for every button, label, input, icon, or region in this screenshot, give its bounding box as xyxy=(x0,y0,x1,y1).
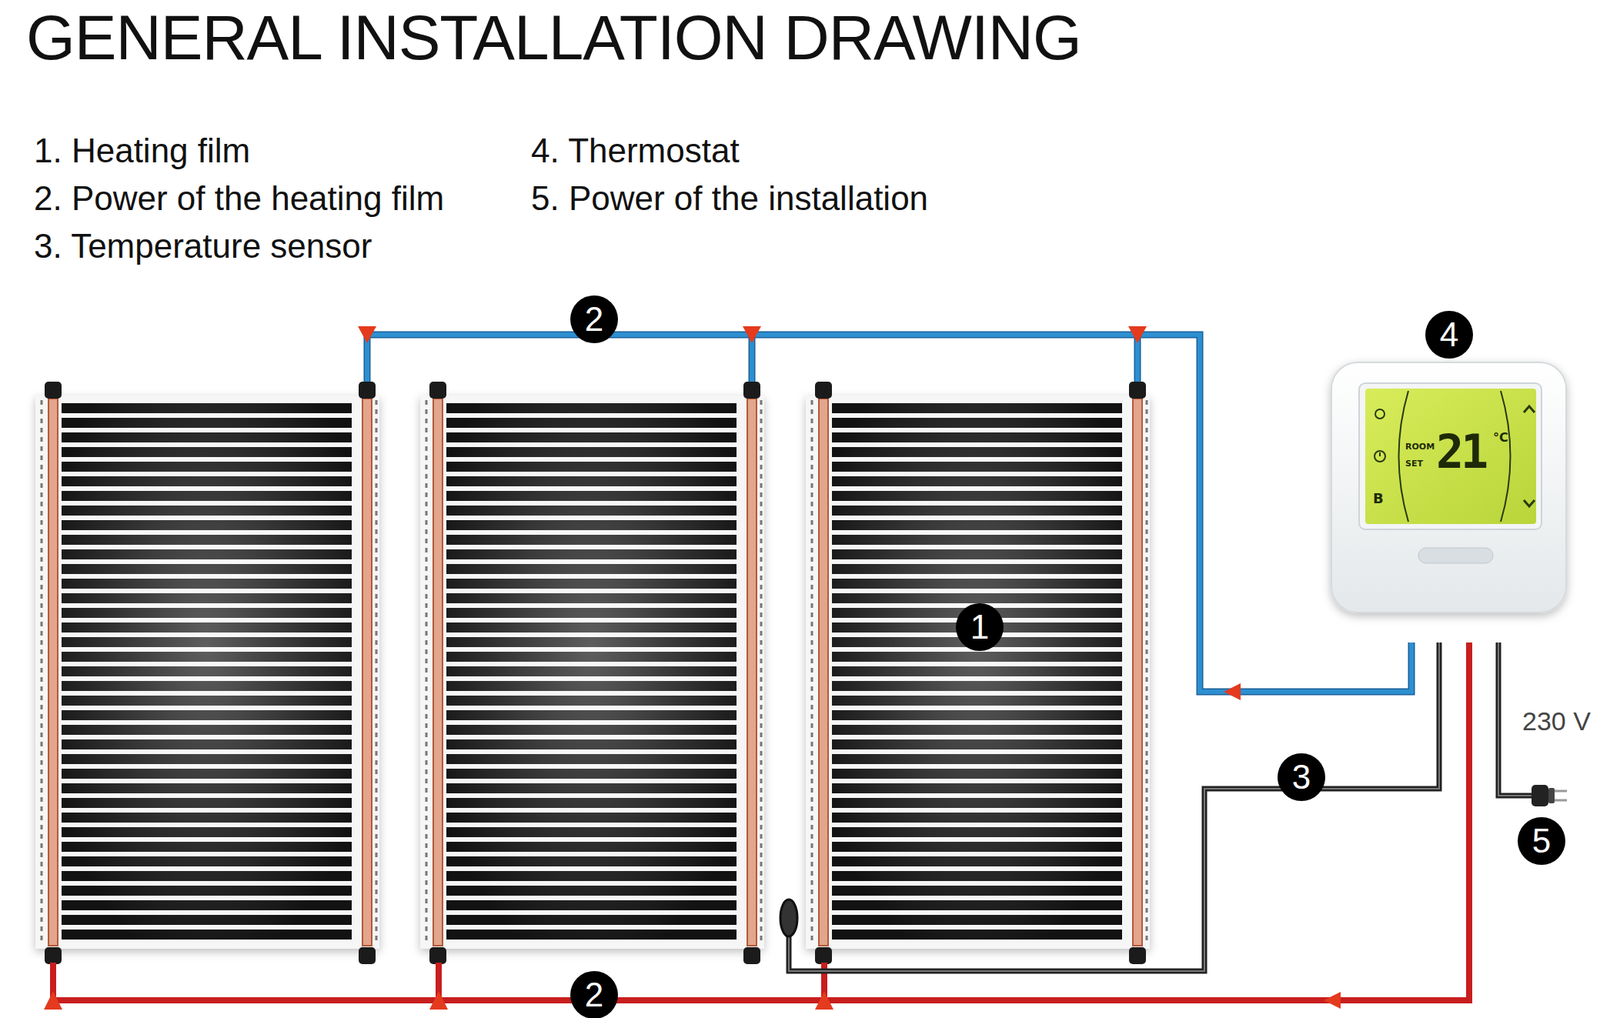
sensor-wire xyxy=(788,642,1440,972)
callout-number: 2 xyxy=(570,971,618,1018)
heating-film-stripes xyxy=(446,403,737,942)
display-text: SET xyxy=(1405,459,1423,468)
thermostat-display: ROOM SET 21 °C B xyxy=(1365,388,1537,525)
film-terminal-clip xyxy=(743,381,761,399)
copper-bus-strip xyxy=(747,398,757,946)
callout-number: 1 xyxy=(955,603,1004,652)
film-edge xyxy=(811,400,814,945)
legend-item: 4. Thermostat xyxy=(531,131,740,171)
film-edge xyxy=(1145,400,1149,945)
legend-item: 5. Power of the installation xyxy=(531,179,929,218)
heating-film-stripes xyxy=(61,403,352,942)
legend-item: 2. Power of the heating film xyxy=(33,179,445,218)
copper-bus-strip xyxy=(433,398,443,946)
copper-bus-strip xyxy=(48,398,58,946)
temperature-sensor-bulb xyxy=(780,899,798,937)
callout-text: 1 xyxy=(970,607,989,647)
thermostat-body xyxy=(1331,362,1567,613)
film-terminal-clip xyxy=(815,947,832,965)
heating-film-glow xyxy=(61,403,352,942)
display-text: 21 xyxy=(1436,428,1486,475)
heating-film-sheet xyxy=(35,395,380,949)
display-text: B xyxy=(1372,491,1384,506)
copper-bus-strip xyxy=(1132,398,1143,946)
film-terminal-clip xyxy=(429,381,447,399)
film-terminal-clip xyxy=(44,947,62,965)
heating-film-stripes xyxy=(831,403,1123,942)
film-edge xyxy=(375,400,378,945)
heating-film-sheet xyxy=(805,395,1150,949)
callout-text: 4 xyxy=(1439,315,1459,355)
heating-film-sheet xyxy=(420,395,765,949)
film-terminal-clip xyxy=(44,381,62,399)
callout-number: 4 xyxy=(1425,310,1474,359)
film-terminal-clip xyxy=(429,947,447,965)
legend-item: 1. Heating film xyxy=(33,131,251,171)
film-edge xyxy=(425,400,428,945)
callout-number: 3 xyxy=(1277,753,1326,802)
film-terminal-clip xyxy=(1129,947,1146,965)
copper-bus-strip xyxy=(362,398,372,946)
diagram-title: GENERAL INSTALLATION DRAWING xyxy=(26,1,1082,74)
film-power-wire-red xyxy=(53,642,1470,1001)
film-edge xyxy=(760,400,763,945)
film-terminal-clip xyxy=(743,947,761,965)
callout-text: 2 xyxy=(584,300,604,339)
heating-film-glow xyxy=(446,403,737,942)
film-terminal-clip xyxy=(358,947,376,965)
display-text: °C xyxy=(1493,431,1509,445)
connection-markers xyxy=(43,326,1341,1010)
film-power-wire-blue xyxy=(367,334,1412,692)
copper-bus-strip xyxy=(818,398,829,946)
callout-number: 2 xyxy=(570,295,618,344)
heating-film-glow xyxy=(831,403,1123,942)
film-terminal-clip xyxy=(815,381,832,399)
film-terminal-clip xyxy=(1129,381,1146,399)
callout-text: 2 xyxy=(584,975,604,1015)
legend-item: 3. Temperature sensor xyxy=(33,227,372,266)
callout-text: 5 xyxy=(1532,821,1551,861)
film-terminal-clip xyxy=(358,381,376,399)
display-text: ROOM xyxy=(1405,442,1435,451)
callout-number: 5 xyxy=(1517,817,1566,866)
callout-text: 3 xyxy=(1292,758,1311,797)
voltage-label: 230 V xyxy=(1522,706,1591,737)
film-edge xyxy=(40,400,44,945)
